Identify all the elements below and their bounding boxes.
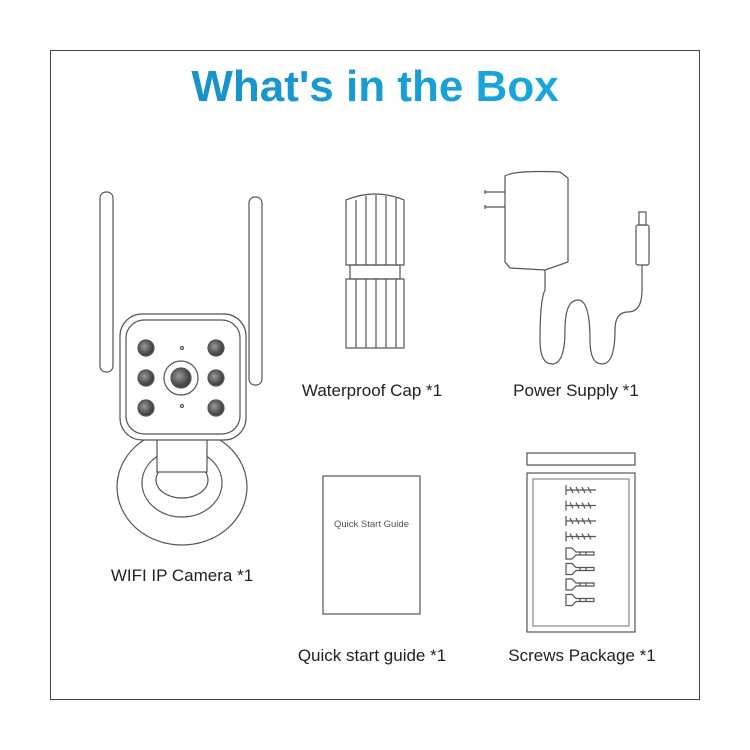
screw-icon [565, 531, 596, 542]
screw-icon [565, 485, 596, 495]
page-title: What's in the Box [0, 62, 750, 112]
wall-anchor-icon [565, 547, 595, 560]
item-label-quick-start-guide: Quick start guide *1 [297, 646, 447, 665]
wall-anchor-icon [565, 578, 595, 591]
item-label-screws-package: Screws Package *1 [508, 646, 656, 665]
border-frame [50, 50, 700, 700]
power-adapter-icon [484, 170, 650, 365]
screw-icon [565, 500, 596, 511]
camera-icon [99, 191, 263, 546]
screws-icon [526, 452, 636, 633]
item-label-waterproof-cap: Waterproof Cap *1 [301, 381, 443, 400]
screw-icon [565, 516, 596, 526]
wall-anchor-icon [565, 562, 595, 576]
waterproof-cap-icon [345, 193, 405, 349]
booklet-cover-text: Quick Start Guide [334, 519, 409, 530]
wall-anchor-icon [565, 593, 595, 607]
item-label-camera: WIFI IP Camera *1 [110, 566, 254, 585]
booklet-icon [322, 475, 421, 615]
item-label-power-supply: Power Supply *1 [513, 381, 639, 400]
